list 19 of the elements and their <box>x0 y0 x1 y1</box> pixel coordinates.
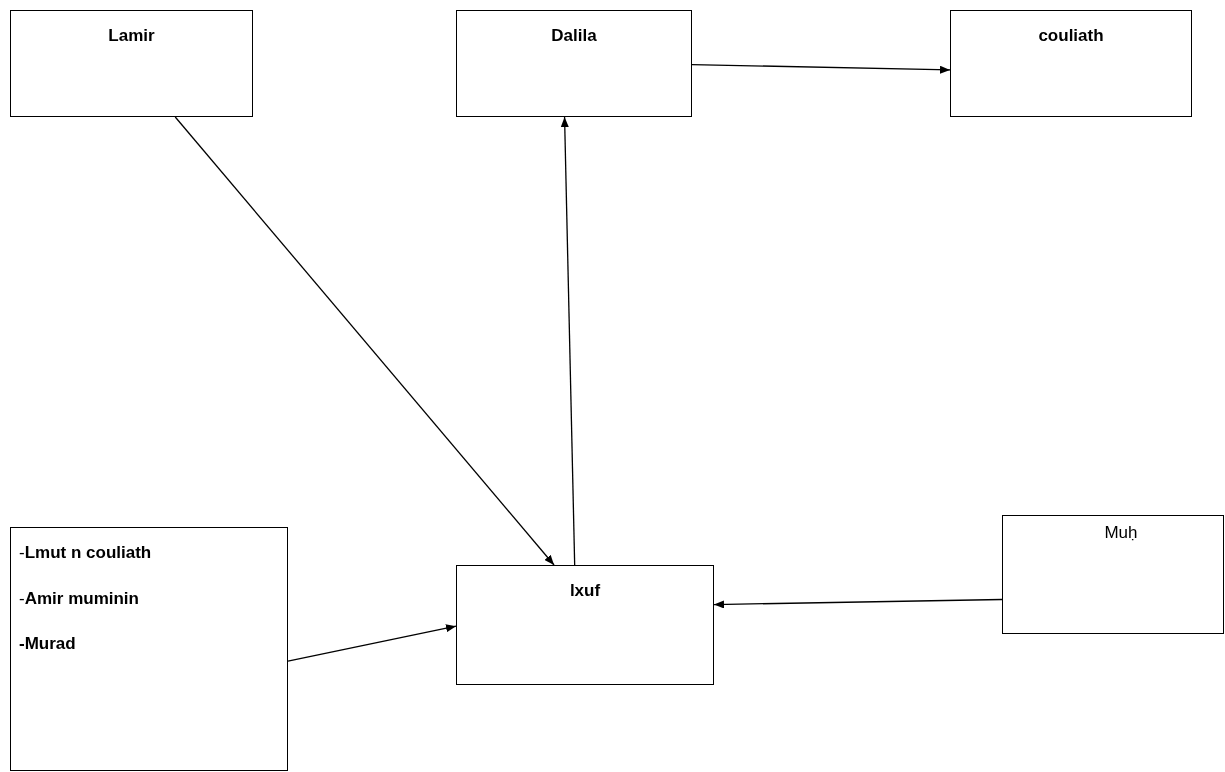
text-box <box>1002 515 1224 634</box>
box-label: -Lmut n couliath <box>19 542 152 564</box>
box-label: Dalila <box>551 25 597 47</box>
box-label: -Amir muminin <box>19 587 139 610</box>
box-label: lxuf <box>569 580 601 602</box>
text-box <box>950 10 1192 117</box>
text-box <box>456 10 692 117</box>
text-box <box>456 565 714 685</box>
arrow <box>691 63 951 74</box>
box-label: Muḥ <box>1104 522 1138 544</box>
text-box <box>10 527 288 771</box>
arrow <box>174 116 555 566</box>
box-label: -Murad <box>19 633 76 655</box>
arrow <box>713 598 1003 609</box>
box-label: Lamir <box>108 25 155 47</box>
text-box <box>10 10 253 117</box>
arrow <box>560 116 576 566</box>
box-label: couliath <box>1038 25 1104 47</box>
arrow <box>287 624 457 662</box>
